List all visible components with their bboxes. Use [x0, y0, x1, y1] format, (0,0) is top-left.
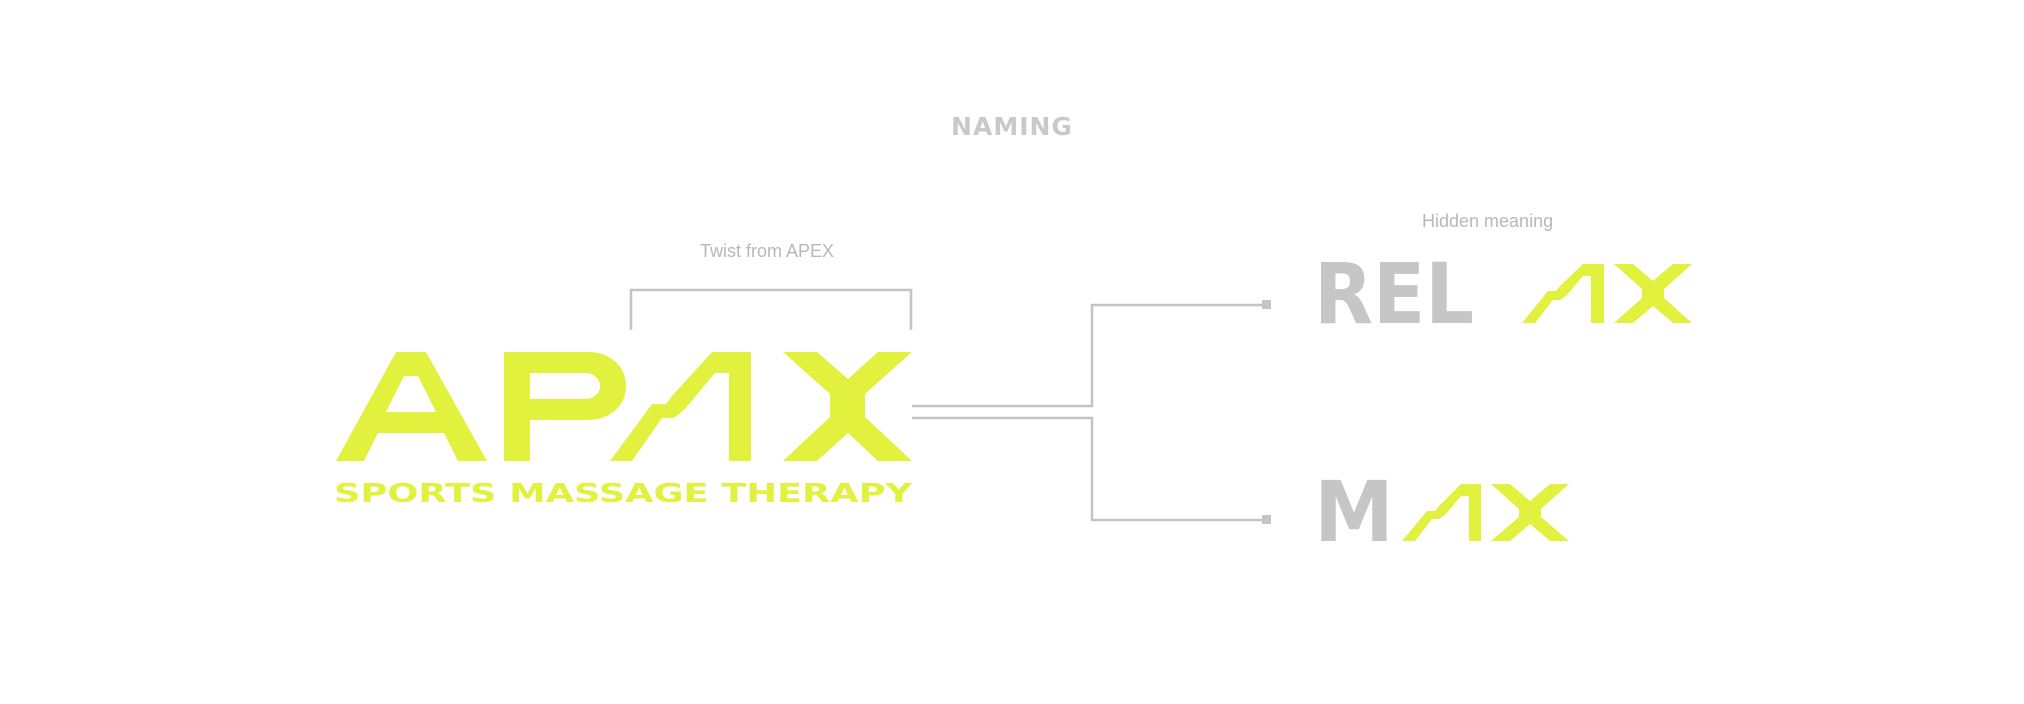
connector-to-relax: [912, 303, 1268, 408]
logo-tagline: SPORTS MASSAGE THERAPY: [334, 479, 914, 509]
logo-letter-x: [783, 352, 912, 461]
max-plain-part: M: [1314, 463, 1394, 561]
apex-bracket: [629, 288, 913, 330]
connector-end-relax: [1262, 300, 1271, 309]
twist-caption: Twist from APEX: [700, 241, 835, 261]
page-title: NAMING: [951, 112, 1073, 141]
apax-wordmark: [336, 352, 912, 461]
word-relax: REL AX: [1314, 245, 1692, 343]
logo-letter-p: [504, 352, 626, 461]
relax-plain-part: REL: [1314, 245, 1474, 343]
connector-end-max: [1262, 515, 1271, 524]
hidden-meaning-caption: Hidden meaning: [1422, 211, 1554, 231]
apax-logo: SPORTS MASSAGE THERAPY: [334, 352, 914, 509]
logo-letter-slant-a: [610, 352, 751, 461]
logo-letter-a: [336, 352, 487, 461]
word-max: M AX: [1314, 463, 1569, 561]
relax-accent-shapes: [1522, 264, 1692, 323]
max-accent-shapes: [1402, 484, 1569, 541]
connector-to-max: [912, 416, 1268, 522]
